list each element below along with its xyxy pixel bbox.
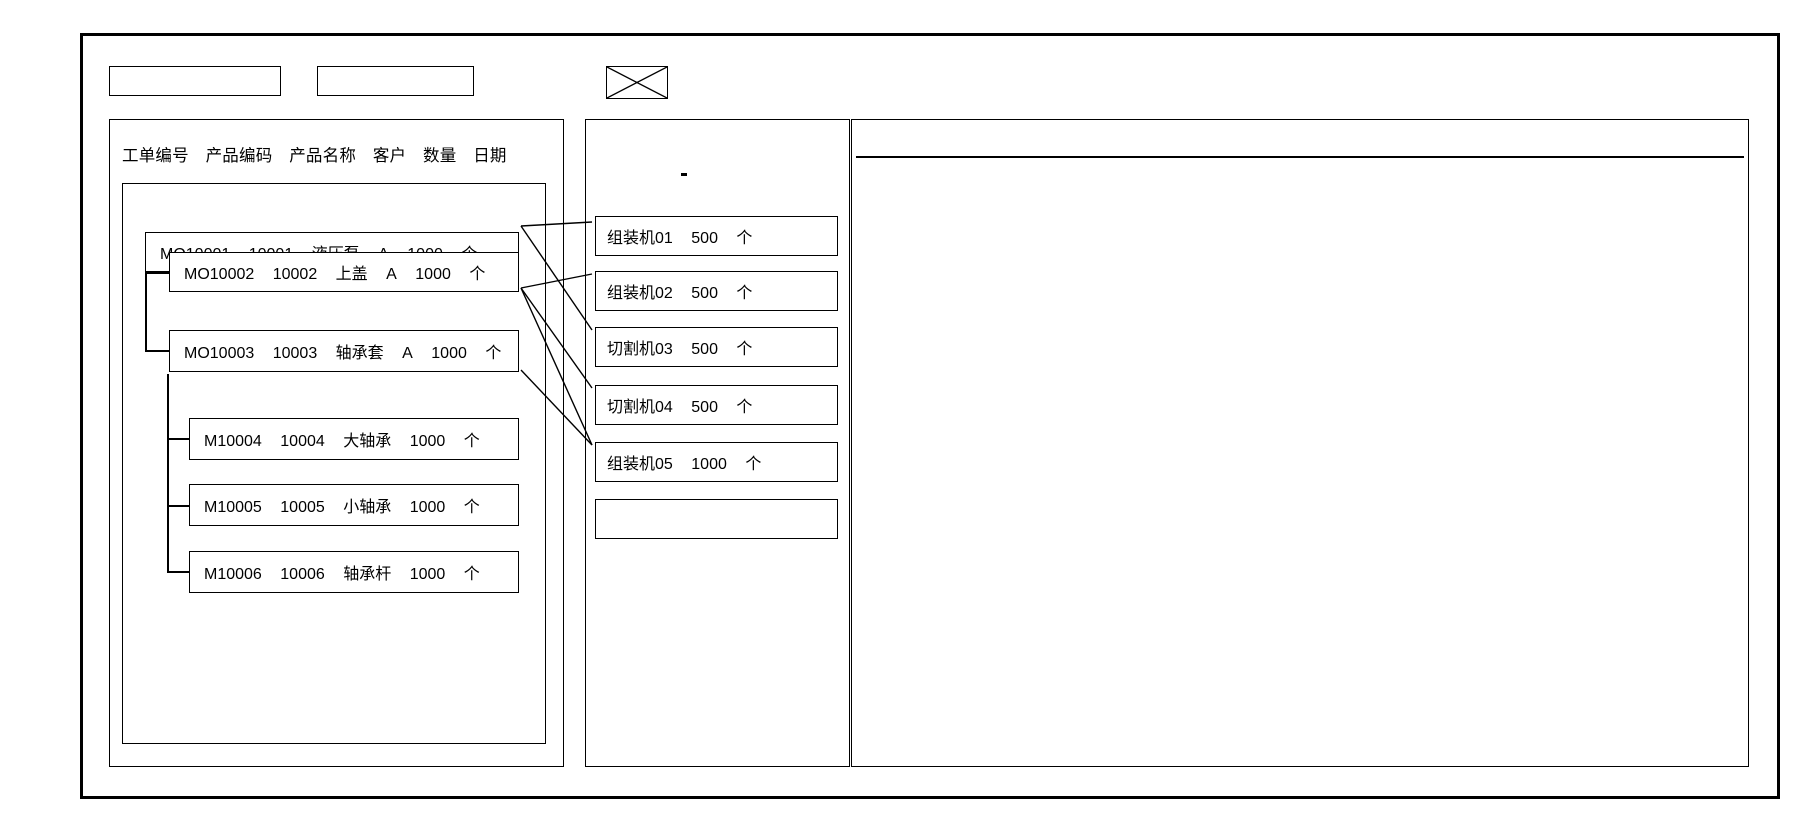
operation-unit: 个 bbox=[736, 341, 753, 358]
cell-customer: A bbox=[402, 345, 413, 362]
cell-quantity: 1000 bbox=[415, 266, 451, 283]
operation-unit: 个 bbox=[736, 230, 753, 247]
tree-node-mo10003[interactable]: MO10003 10003 轴承套 A 1000 个 bbox=[169, 330, 519, 372]
cell-product-code: 10002 bbox=[272, 266, 318, 283]
cell-unit: 个 bbox=[463, 499, 480, 516]
cell-product-name: 大轴承 bbox=[343, 433, 392, 450]
operation-quantity: 1000 bbox=[691, 456, 727, 473]
detail-panel-header-divider bbox=[856, 156, 1744, 158]
operation-item-empty[interactable] bbox=[595, 499, 838, 539]
toolbar-field-1[interactable] bbox=[109, 66, 281, 96]
tree-node-m10004[interactable]: M10004 10004 大轴承 1000 个 bbox=[189, 418, 519, 460]
operation-machine: 组装机05 bbox=[607, 456, 673, 473]
cell-product-name: 轴承杆 bbox=[343, 566, 392, 583]
work-order-panel: 工单编号 产品编码 产品名称 客户 数量 日期 MO100 bbox=[109, 119, 564, 767]
tree-line-branch-vertical bbox=[167, 374, 169, 572]
cell-quantity: 1000 bbox=[409, 499, 446, 516]
column-header-quantity: 数量 bbox=[423, 147, 457, 165]
cell-product-name: 轴承套 bbox=[335, 345, 384, 362]
cell-unit: 个 bbox=[469, 266, 486, 283]
column-header-product-name: 产品名称 bbox=[289, 147, 357, 165]
cell-product-code: 10005 bbox=[280, 499, 325, 516]
cell-customer: A bbox=[386, 266, 397, 283]
cell-material-no: M10005 bbox=[204, 499, 262, 516]
tree-node-mo10002[interactable]: MO10002 10002 上盖 A 1000 个 bbox=[169, 252, 519, 292]
operation-item-5[interactable]: 组装机05 1000 个 bbox=[595, 442, 838, 482]
image-placeholder-icon[interactable] bbox=[606, 66, 668, 99]
tree-line-to-mo10002 bbox=[145, 272, 169, 274]
operation-unit: 个 bbox=[736, 285, 753, 302]
operation-machine: 切割机03 bbox=[607, 341, 673, 358]
cell-quantity: 1000 bbox=[431, 345, 467, 362]
operation-quantity: 500 bbox=[691, 399, 718, 416]
cell-product-code: 10006 bbox=[280, 566, 325, 583]
image-placeholder-cross-icon bbox=[607, 67, 667, 98]
operation-machine: 切割机04 bbox=[607, 399, 673, 416]
tree-line-to-mo10003 bbox=[145, 350, 169, 352]
detail-panel-body[interactable] bbox=[866, 168, 1734, 756]
application-window: 工单编号 产品编码 产品名称 客户 数量 日期 MO100 bbox=[80, 33, 1780, 799]
tree-line-to-m10006 bbox=[167, 571, 189, 573]
column-headers: 工单编号 产品编码 产品名称 客户 数量 日期 bbox=[122, 142, 542, 166]
panel-marker-dot bbox=[681, 173, 687, 176]
tree-line-to-m10004 bbox=[167, 438, 189, 440]
cell-product-code: 10004 bbox=[280, 433, 325, 450]
column-header-customer: 客户 bbox=[372, 147, 407, 165]
operation-quantity: 500 bbox=[691, 230, 718, 247]
cell-unit: 个 bbox=[463, 433, 480, 450]
cell-unit: 个 bbox=[463, 566, 480, 583]
operation-quantity: 500 bbox=[691, 341, 718, 358]
tree-line-to-m10005 bbox=[167, 505, 189, 507]
cell-product-name: 小轴承 bbox=[343, 499, 392, 516]
operation-item-2[interactable]: 组装机02 500 个 bbox=[595, 271, 838, 311]
toolbar-field-2[interactable] bbox=[317, 66, 474, 96]
operation-panel: 组装机01 500 个 组装机02 500 个 切割机03 500 个 bbox=[585, 119, 850, 767]
toolbar bbox=[109, 66, 1749, 100]
column-header-date: 日期 bbox=[473, 147, 507, 165]
operation-machine: 组装机01 bbox=[607, 230, 673, 247]
operation-item-1[interactable]: 组装机01 500 个 bbox=[595, 216, 838, 256]
cell-product-name: 上盖 bbox=[335, 266, 368, 283]
cell-material-no: M10004 bbox=[204, 433, 262, 450]
operation-machine: 组装机02 bbox=[607, 285, 673, 302]
operation-quantity: 500 bbox=[691, 285, 718, 302]
cell-work-order-no: MO10002 bbox=[184, 266, 255, 283]
cell-quantity: 1000 bbox=[409, 433, 446, 450]
cell-product-code: 10003 bbox=[272, 345, 318, 362]
operation-unit: 个 bbox=[745, 456, 762, 473]
operation-unit: 个 bbox=[736, 399, 753, 416]
tree-node-m10005[interactable]: M10005 10005 小轴承 1000 个 bbox=[189, 484, 519, 526]
operation-item-4[interactable]: 切割机04 500 个 bbox=[595, 385, 838, 425]
tree-node-m10006[interactable]: M10006 10006 轴承杆 1000 个 bbox=[189, 551, 519, 593]
column-header-work-order-no: 工单编号 bbox=[122, 147, 189, 165]
tree-line-root-vertical bbox=[145, 232, 147, 352]
cell-work-order-no: MO10003 bbox=[184, 345, 255, 362]
column-header-product-code: 产品编码 bbox=[205, 147, 273, 165]
detail-panel bbox=[851, 119, 1749, 767]
cell-material-no: M10006 bbox=[204, 566, 262, 583]
work-order-tree: MO10001 10001 液压泵 A 1000 个 MO10002 10002… bbox=[122, 183, 546, 744]
operation-item-3[interactable]: 切割机03 500 个 bbox=[595, 327, 838, 367]
cell-unit: 个 bbox=[485, 345, 502, 362]
cell-quantity: 1000 bbox=[409, 566, 446, 583]
